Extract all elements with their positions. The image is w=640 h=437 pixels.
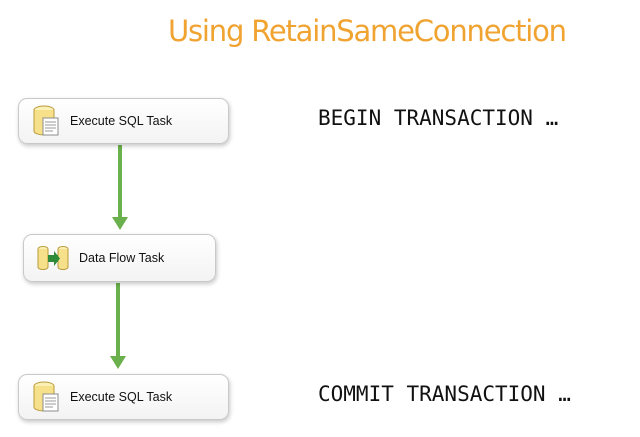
begin-transaction-text: BEGIN TRANSACTION … bbox=[318, 106, 559, 130]
task-label: Execute SQL Task bbox=[70, 114, 173, 128]
task-label: Data Flow Task bbox=[79, 251, 165, 265]
data-flow-task[interactable]: Data Flow Task bbox=[23, 234, 216, 282]
execute-sql-task-1[interactable]: Execute SQL Task bbox=[18, 98, 229, 144]
commit-transaction-text: COMMIT TRANSACTION … bbox=[318, 382, 571, 406]
connector-arrow-2[interactable] bbox=[110, 283, 126, 369]
execute-sql-task-2[interactable]: Execute SQL Task bbox=[18, 374, 229, 420]
task-label: Execute SQL Task bbox=[70, 390, 173, 404]
diagram-title: Using RetainSameConnection bbox=[168, 14, 567, 48]
execute-sql-icon bbox=[33, 381, 59, 412]
connector-arrow-1[interactable] bbox=[112, 145, 128, 230]
data-flow-icon bbox=[37, 246, 69, 270]
execute-sql-icon bbox=[33, 105, 59, 136]
